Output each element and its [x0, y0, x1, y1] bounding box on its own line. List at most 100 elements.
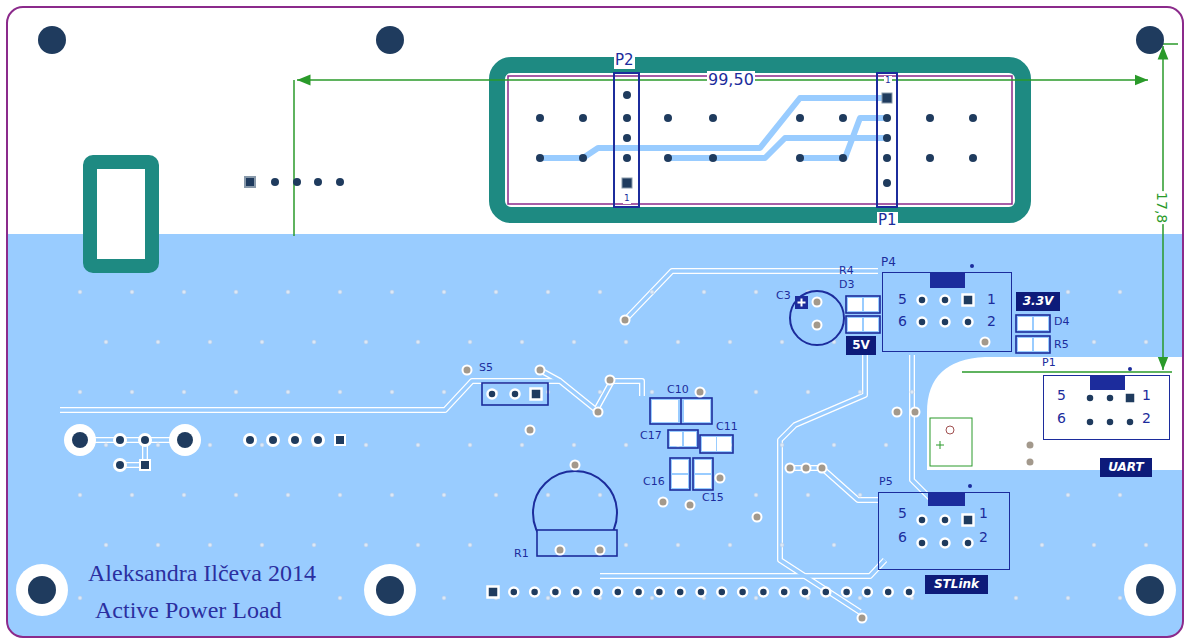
via-grid [1066, 493, 1070, 497]
mounting-hole [376, 576, 404, 604]
pin-number: 1 [1142, 388, 1151, 403]
pin-number: 1 [623, 194, 631, 204]
component-outline [700, 435, 733, 453]
component-outline [482, 383, 548, 405]
polarity-mark [795, 296, 808, 309]
header-pin [536, 154, 544, 162]
display-footprint [540, 98, 887, 158]
component-outline [537, 530, 617, 556]
component-outline [693, 458, 713, 490]
component-outline [533, 471, 617, 555]
via [911, 408, 920, 417]
dimension-text: 99,50 [707, 71, 755, 89]
component-outline [482, 291, 1050, 556]
via-grid [1092, 340, 1096, 344]
via-grid [208, 443, 212, 447]
through-hole-pad [941, 539, 950, 548]
part-label: C16 [643, 476, 665, 488]
badge-text: STLink [934, 578, 979, 591]
through-hole-pad [918, 318, 927, 327]
dimension-line [293, 80, 295, 236]
via [536, 366, 545, 375]
smd-pad [717, 437, 731, 451]
through-hole-pad [918, 516, 927, 525]
via-grid [78, 290, 82, 294]
dimension-line [294, 44, 1178, 372]
pin-number: 1 [884, 76, 892, 86]
via-grid [1040, 543, 1044, 547]
header-pin [623, 134, 631, 142]
via [696, 388, 705, 397]
part-label: D4 [1054, 316, 1069, 328]
part-label: C11 [716, 421, 738, 433]
through-hole-pad [697, 588, 706, 597]
copper-trace [912, 355, 930, 498]
part-label: S5 [479, 362, 493, 374]
mounting-hole [1124, 564, 1176, 616]
through-hole-pad [1125, 393, 1136, 404]
component-outline [846, 296, 880, 313]
header-pin [664, 154, 672, 162]
part-label: R1 [514, 548, 529, 560]
copper-trace [912, 355, 930, 498]
via-grid [260, 340, 264, 344]
silkscreen-mark [930, 418, 972, 466]
connector-outline: P55162 [878, 492, 1010, 570]
connector-key [968, 484, 972, 488]
terminal-pad [113, 433, 127, 447]
through-hole-pad [572, 588, 581, 597]
board-outline [7, 7, 1183, 637]
through-hole-pad [1106, 418, 1115, 427]
smd-pad [848, 318, 862, 331]
silkscreen-mark [946, 426, 954, 434]
terminal-pad [169, 424, 201, 456]
component-outline [846, 316, 880, 333]
via-grid [416, 543, 420, 547]
dimension-line [962, 371, 1172, 373]
via-grid [208, 543, 212, 547]
terminal-pad [177, 432, 193, 448]
connector-key [970, 264, 974, 268]
via [659, 498, 668, 507]
via-grid [598, 493, 602, 497]
smd-pad [864, 298, 878, 311]
via-grid [624, 340, 628, 344]
via [1026, 441, 1035, 450]
terminal-pad [72, 432, 88, 448]
through-hole-pad [941, 296, 950, 305]
pin-number: 5 [898, 292, 907, 307]
copper-trace [60, 381, 642, 410]
via-grid [468, 340, 472, 344]
pin-number: 1 [987, 292, 996, 307]
via-grid [312, 543, 316, 547]
copper-trace [600, 560, 885, 576]
terminal-pad [246, 436, 254, 444]
via-grid [182, 390, 186, 394]
via-grid [364, 340, 368, 344]
connector-outline: P45162 [882, 272, 1012, 352]
part-label: C17 [640, 430, 662, 442]
via-grid [806, 493, 810, 497]
interface-badge: UART [1100, 458, 1152, 477]
via-grid [156, 340, 160, 344]
via-grid [260, 543, 264, 547]
part-label: D3 [839, 279, 854, 291]
mounting-hole [376, 26, 404, 54]
through-hole-pad [738, 588, 747, 597]
smd-pad [864, 318, 878, 331]
via-grid [1144, 340, 1148, 344]
polarity-mark [801, 299, 803, 307]
via-grid [494, 290, 498, 294]
via-grid [754, 493, 758, 497]
part-label: C3 [776, 290, 791, 302]
via-grid [676, 543, 680, 547]
mounting-hole [364, 564, 416, 616]
header-pin [709, 154, 717, 162]
via-grid [1118, 493, 1122, 497]
via-grid [78, 493, 82, 497]
smd-pad [848, 298, 862, 311]
via-grid [858, 390, 862, 394]
component-outline [1016, 315, 1050, 332]
via-grid [546, 596, 550, 600]
copper-trace [60, 271, 930, 612]
